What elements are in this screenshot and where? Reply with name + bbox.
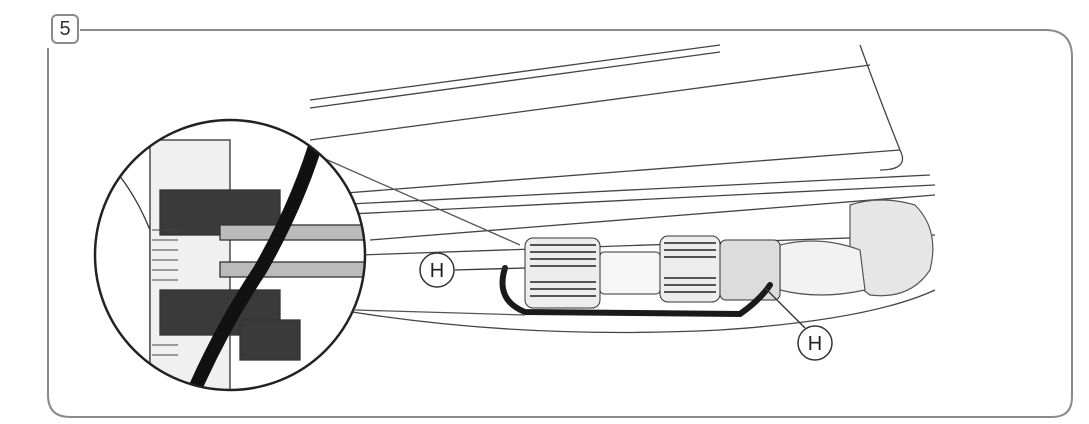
coil-assembly <box>524 235 781 309</box>
callout-letter-right: H <box>808 333 822 355</box>
panel-frame <box>47 29 1073 418</box>
step-badge <box>51 14 79 44</box>
unit-housing <box>309 44 936 334</box>
right-fitting <box>779 199 934 297</box>
cable <box>499 265 773 318</box>
callout-h-right: H <box>764 287 833 361</box>
magnifier-leaders <box>304 149 526 316</box>
step-number: 5 <box>59 17 71 40</box>
detail-magnifier <box>93 118 367 392</box>
callout-letter-left: H <box>430 260 444 282</box>
callout-h-left: H <box>419 252 526 288</box>
